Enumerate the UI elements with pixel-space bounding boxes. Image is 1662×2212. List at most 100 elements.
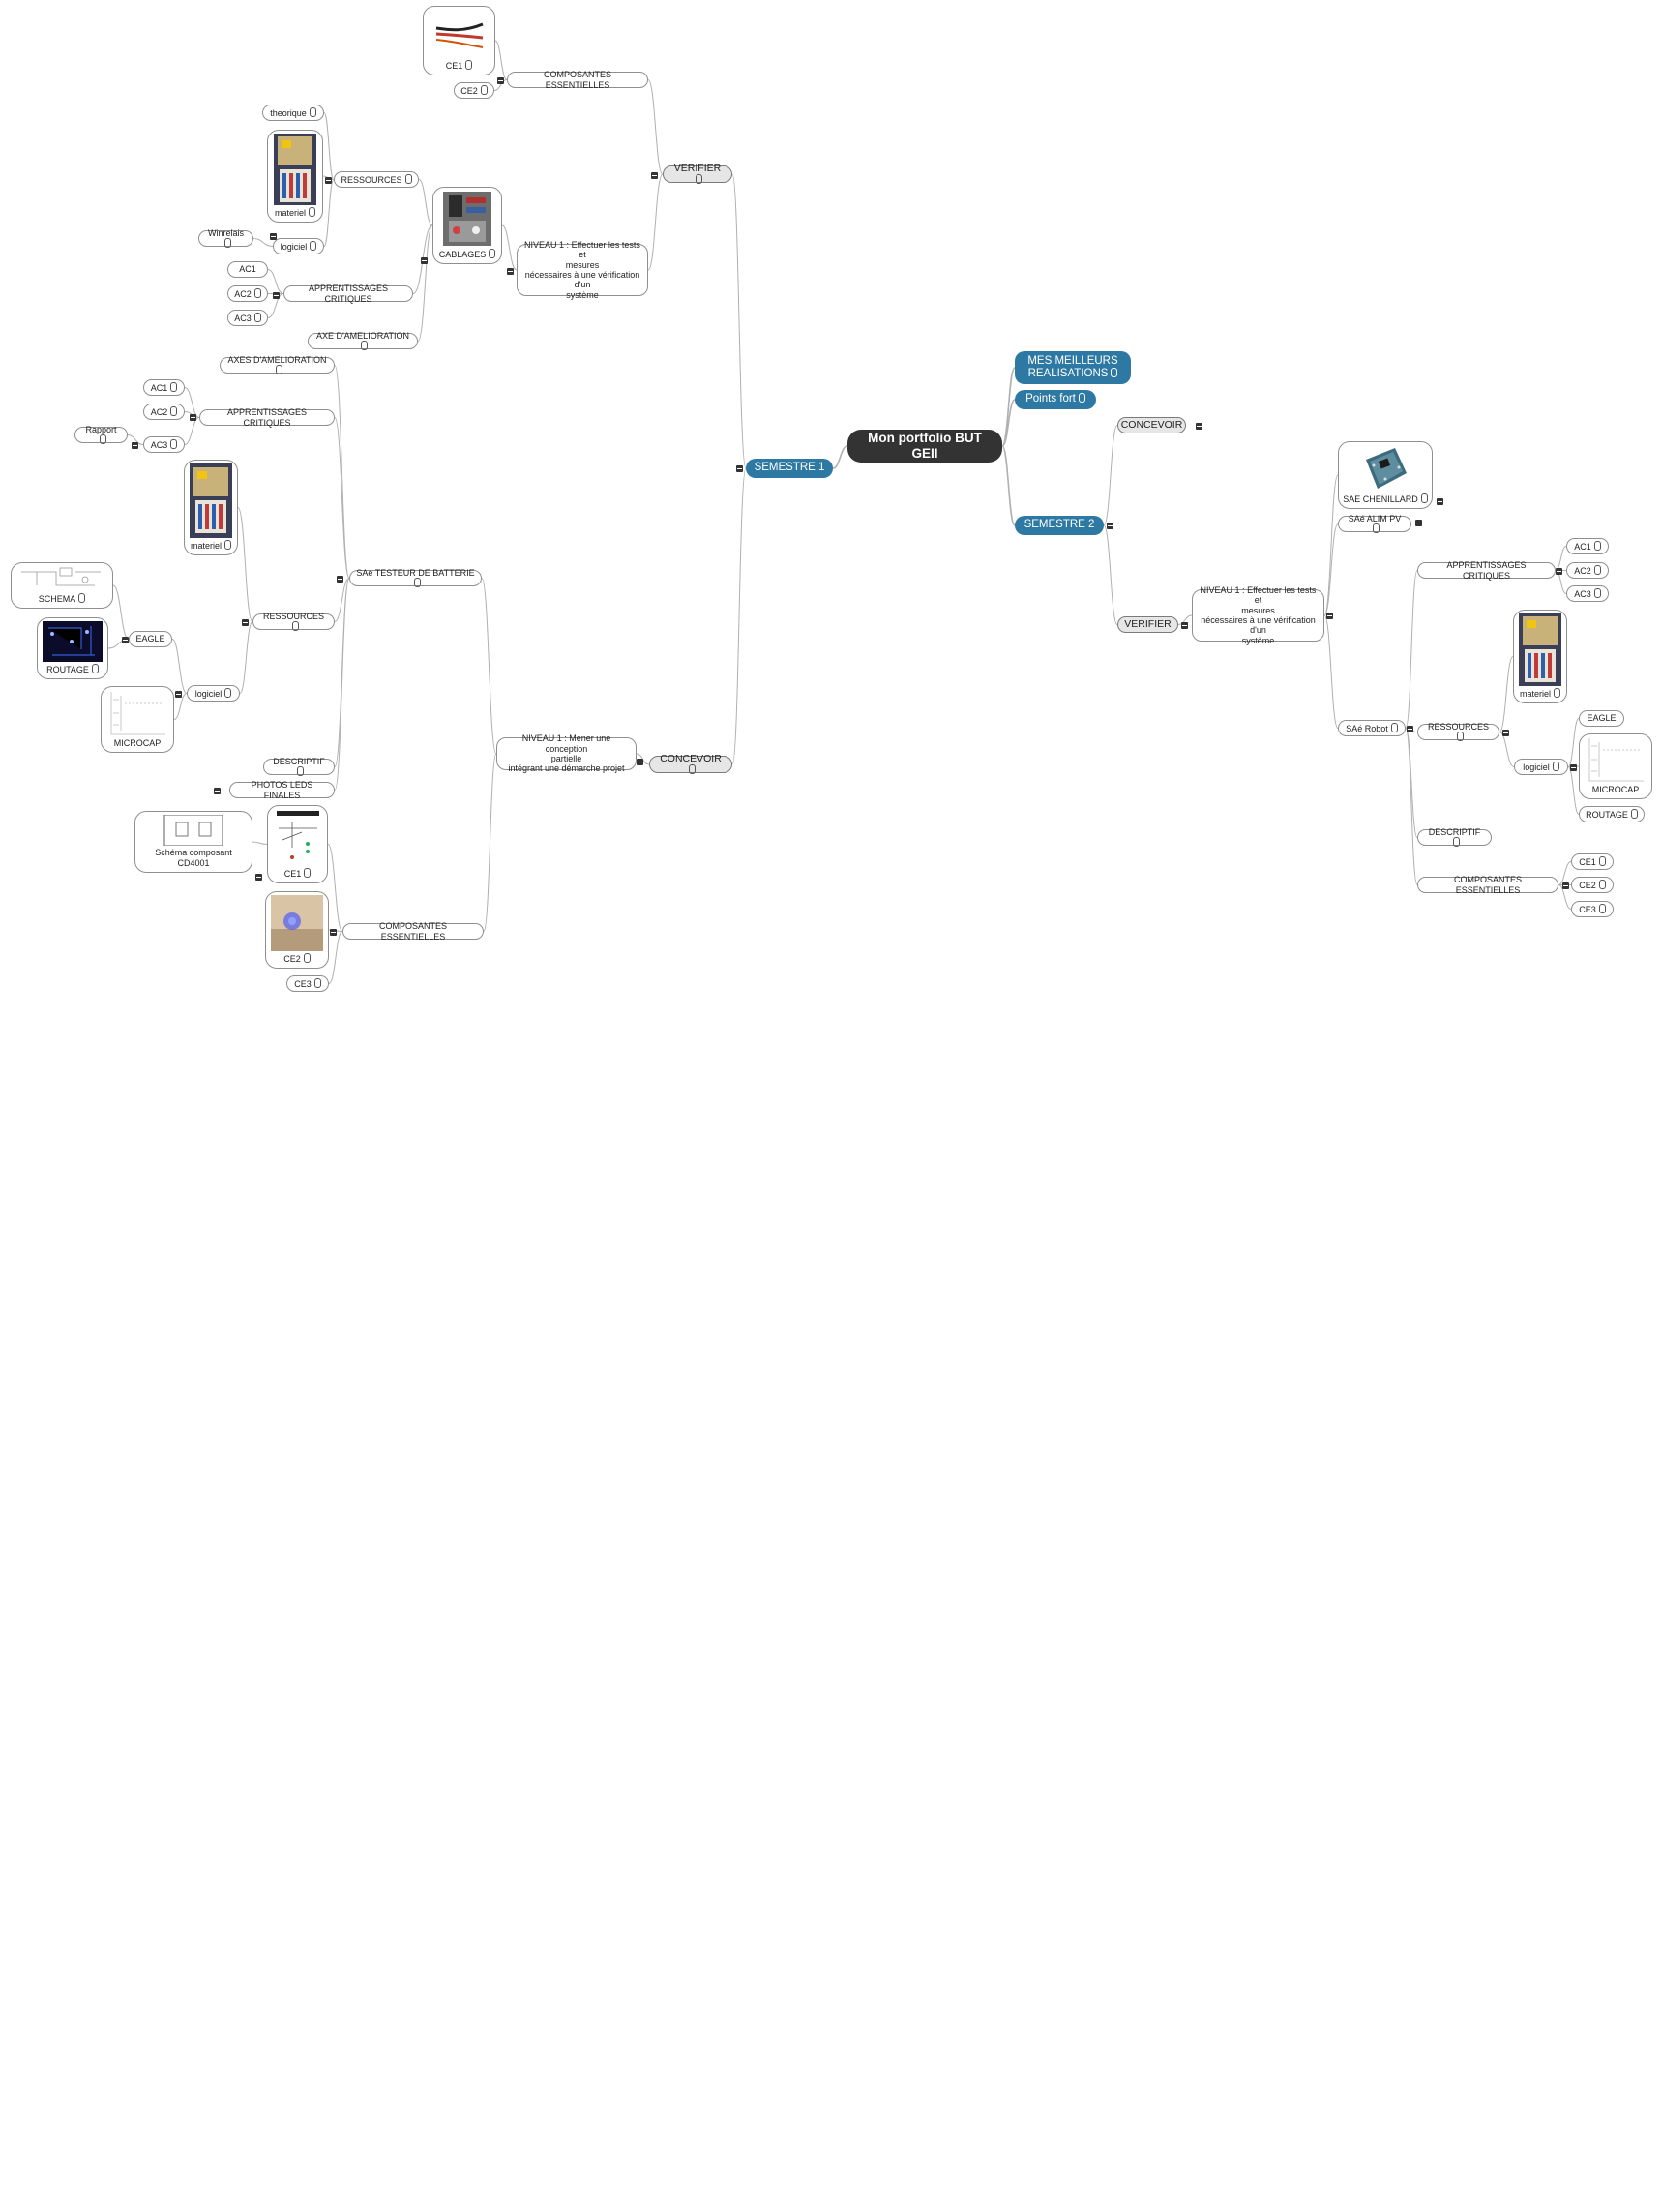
collapse-toggle-icon[interactable]: [421, 257, 428, 264]
node-s1v-comp[interactable]: COMPOSANTES ESSENTIELLES: [507, 70, 648, 90]
node-st-ac2[interactable]: AC2: [143, 404, 185, 420]
collapse-toggle-icon[interactable]: [1196, 423, 1202, 430]
node-cab-materiel[interactable]: materiel: [267, 130, 323, 223]
node-s1c-niveau[interactable]: NIVEAU 1 : Mener une conception partiell…: [496, 733, 637, 773]
paperclip-icon[interactable]: [253, 287, 261, 298]
paperclip-icon[interactable]: [696, 174, 702, 184]
node-cab-ac1[interactable]: AC1: [227, 261, 268, 278]
node-st-materiel[interactable]: materiel: [184, 460, 238, 555]
paperclip-icon[interactable]: [1598, 855, 1606, 866]
paperclip-icon[interactable]: [170, 381, 178, 392]
node-r-ce1[interactable]: CE1: [1571, 853, 1614, 870]
paperclip-icon[interactable]: [1593, 564, 1601, 575]
node-st-microcap[interactable]: MICROCAP: [101, 686, 174, 753]
paperclip-icon[interactable]: [1554, 687, 1560, 698]
node-r-ac3[interactable]: AC3: [1566, 585, 1609, 602]
node-st-app[interactable]: APPRENTISSAGES CRITIQUES: [199, 407, 335, 428]
node-r-microcap[interactable]: MICROCAP: [1579, 733, 1652, 799]
paperclip-icon[interactable]: [1390, 722, 1398, 732]
paperclip-icon[interactable]: [313, 977, 321, 988]
paperclip-icon[interactable]: [689, 764, 696, 774]
node-s2-robot[interactable]: SAé Robot: [1338, 720, 1406, 736]
node-r-comp[interactable]: COMPOSANTES ESSENTIELLES: [1417, 875, 1558, 895]
collapse-toggle-icon[interactable]: [270, 233, 277, 240]
collapse-toggle-icon[interactable]: [1415, 520, 1422, 526]
paperclip-icon[interactable]: [223, 238, 231, 248]
node-cab-ac3[interactable]: AC3: [227, 310, 268, 326]
node-best[interactable]: MES MEILLEURS REALISATIONS: [1015, 351, 1131, 384]
paperclip-icon[interactable]: [304, 867, 312, 878]
node-r-desc[interactable]: DESCRIPTIF: [1417, 827, 1492, 847]
paperclip-icon[interactable]: [1078, 393, 1085, 404]
collapse-toggle-icon[interactable]: [1502, 730, 1509, 736]
paperclip-icon[interactable]: [78, 592, 86, 603]
node-r-routage[interactable]: ROUTAGE: [1579, 806, 1645, 822]
collapse-toggle-icon[interactable]: [214, 788, 221, 794]
node-st-routage[interactable]: ROUTAGE: [37, 617, 108, 679]
collapse-toggle-icon[interactable]: [330, 929, 337, 936]
paperclip-icon[interactable]: [1593, 540, 1601, 551]
node-cab-logiciel[interactable]: logiciel: [273, 238, 324, 254]
paperclip-icon[interactable]: [404, 173, 412, 184]
node-s1-concevoir[interactable]: CONCEVOIR: [649, 753, 732, 774]
collapse-toggle-icon[interactable]: [1181, 622, 1188, 629]
node-st-eagle[interactable]: EAGLE: [129, 631, 172, 647]
collapse-toggle-icon[interactable]: [497, 77, 504, 84]
node-s2-chenillard[interactable]: SAE CHENILLARD: [1338, 441, 1433, 509]
paperclip-icon[interactable]: [1373, 523, 1380, 533]
node-r-eagle[interactable]: EAGLE: [1579, 710, 1624, 727]
node-s1v-niveau[interactable]: NIVEAU 1 : Effectuer les tests et mesure…: [517, 240, 648, 300]
paperclip-icon[interactable]: [1630, 808, 1638, 819]
node-s2[interactable]: SEMESTRE 2: [1015, 516, 1104, 535]
paperclip-icon[interactable]: [170, 438, 178, 449]
node-st-ac1[interactable]: AC1: [143, 379, 185, 396]
node-s1[interactable]: SEMESTRE 1: [746, 459, 833, 478]
paperclip-icon[interactable]: [465, 59, 473, 70]
paperclip-icon[interactable]: [1456, 732, 1464, 741]
node-cab-winrelais[interactable]: Winrelais: [198, 228, 253, 248]
paperclip-icon[interactable]: [1420, 493, 1428, 503]
node-st-logiciel[interactable]: logiciel: [187, 685, 240, 702]
collapse-toggle-icon[interactable]: [132, 442, 138, 449]
paperclip-icon[interactable]: [253, 312, 261, 322]
node-root[interactable]: Mon portfolio BUT GEII: [847, 430, 1002, 463]
node-r-ce2[interactable]: CE2: [1571, 877, 1614, 893]
collapse-toggle-icon[interactable]: [1437, 498, 1443, 505]
collapse-toggle-icon[interactable]: [651, 172, 658, 179]
collapse-toggle-icon[interactable]: [1107, 523, 1113, 529]
node-st-ce2[interactable]: CE2: [265, 891, 329, 969]
collapse-toggle-icon[interactable]: [1556, 568, 1562, 575]
node-s2-niveau[interactable]: NIVEAU 1 : Effectuer les tests et mesure…: [1192, 585, 1324, 645]
paperclip-icon[interactable]: [1598, 903, 1606, 913]
paperclip-icon[interactable]: [1552, 761, 1559, 771]
paperclip-icon[interactable]: [413, 578, 421, 587]
node-s1v-ce2[interactable]: CE2: [454, 82, 494, 99]
node-cab-theorique[interactable]: theorique: [262, 105, 324, 121]
node-st-ac3[interactable]: AC3: [143, 436, 185, 453]
node-r-res[interactable]: RESSOURCES: [1417, 722, 1499, 741]
paperclip-icon[interactable]: [291, 621, 299, 631]
collapse-toggle-icon[interactable]: [637, 759, 643, 765]
node-st-axes[interactable]: AXES D'AMELIORATION: [220, 355, 335, 374]
node-cab-res[interactable]: RESSOURCES: [334, 171, 419, 188]
node-st-schema[interactable]: SCHEMA: [11, 562, 113, 609]
node-st-rapport[interactable]: Rapport: [74, 425, 128, 444]
collapse-toggle-icon[interactable]: [242, 619, 249, 626]
node-r-ce3[interactable]: CE3: [1571, 901, 1614, 917]
paperclip-icon[interactable]: [310, 240, 317, 251]
paperclip-icon[interactable]: [275, 365, 282, 374]
node-s2-alim[interactable]: SAé ALIM PV: [1338, 514, 1411, 533]
node-r-ac1[interactable]: AC1: [1566, 538, 1609, 554]
collapse-toggle-icon[interactable]: [1407, 726, 1413, 732]
collapse-toggle-icon[interactable]: [1570, 764, 1577, 771]
paperclip-icon[interactable]: [1111, 368, 1118, 377]
node-s2-concevoir[interactable]: CONCEVOIR: [1117, 417, 1186, 433]
paperclip-icon[interactable]: [303, 952, 311, 963]
collapse-toggle-icon[interactable]: [175, 691, 182, 698]
node-s1-verifier[interactable]: VERIFIER: [663, 163, 732, 184]
node-st-ce1[interactable]: CE1: [267, 805, 328, 883]
paperclip-icon[interactable]: [91, 663, 99, 673]
collapse-toggle-icon[interactable]: [325, 177, 332, 184]
collapse-toggle-icon[interactable]: [273, 292, 280, 299]
node-points[interactable]: Points fort: [1015, 390, 1096, 409]
